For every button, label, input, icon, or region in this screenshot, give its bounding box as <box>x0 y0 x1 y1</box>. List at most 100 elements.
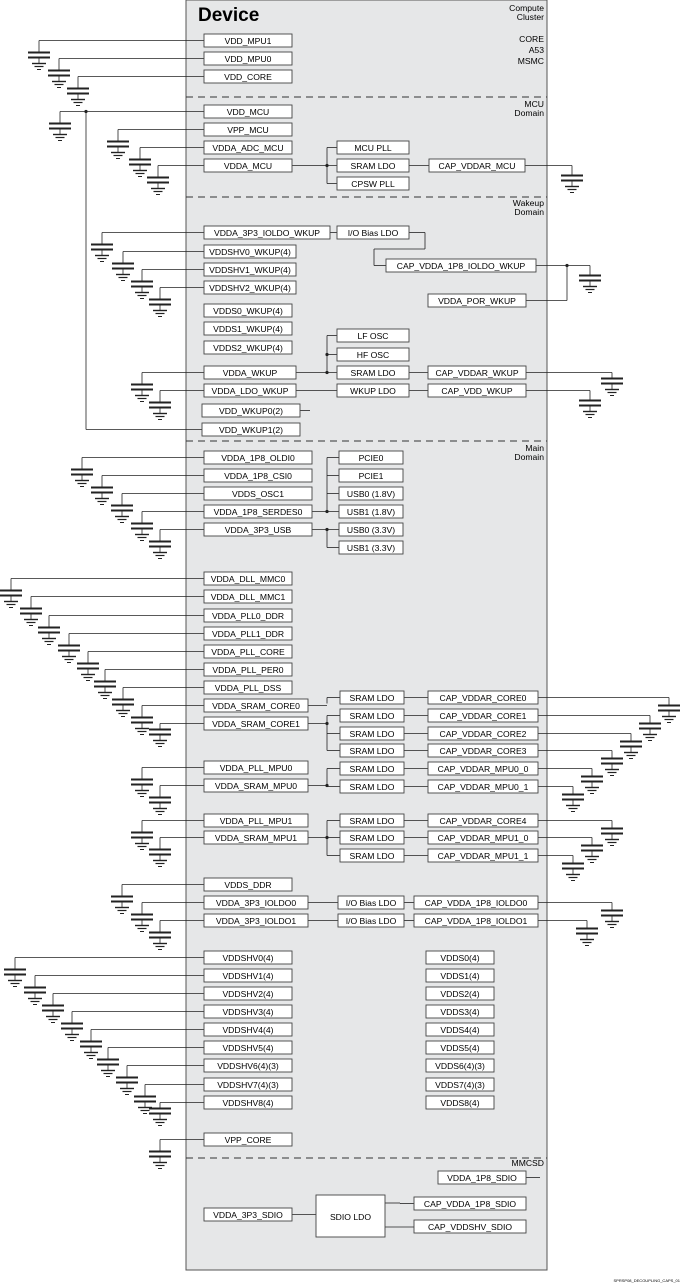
cap-vddshv-sdio-rect <box>413 1219 527 1234</box>
io-bias-ldo-0-rect <box>337 895 405 910</box>
vddshv2-label: VDDSHV2(4) <box>222 989 273 999</box>
capacitor-symbol <box>149 785 171 815</box>
vddshv3-label: VDDSHV3(4) <box>222 1007 273 1017</box>
junction-dot <box>325 163 329 168</box>
usb1-3v3-label: USB1 (3.3V) <box>347 543 395 553</box>
cap-vdda-1p8-sdio-rect <box>413 1196 527 1211</box>
usb0-3v3-rect <box>338 522 404 537</box>
sram-ldo-4-rect <box>339 743 405 758</box>
cap-vddar-core4-rect <box>427 813 539 828</box>
capacitor-symbol <box>131 372 153 402</box>
cap-vdda-1p8-ioldo-wkup-rect <box>385 258 537 273</box>
vdds0-wkup-label: VDDS0_WKUP(4) <box>213 306 283 316</box>
vddshv1-wkup-rect <box>203 262 297 277</box>
capacitor-symbols <box>0 40 680 1169</box>
vdds6-label: VDDS6(4)(3) <box>435 1061 485 1071</box>
sram-ldo-2-box: SRAM LDO <box>339 708 405 723</box>
wkup-sram-ldo-label: SRAM LDO <box>351 368 396 378</box>
vdds1-wkup-label: VDDS1_WKUP(4) <box>213 324 283 334</box>
sram-ldo-5-label: SRAM LDO <box>350 764 395 774</box>
vddshv1-rect <box>203 968 293 983</box>
vddshv7-box: VDDSHV7(4)(3) <box>203 1077 293 1092</box>
vddshv7-rect <box>203 1077 293 1092</box>
cap-vddar-mpu0-0-rect <box>427 761 539 776</box>
cap-vddar-core2-label: CAP_VDDAR_CORE2 <box>440 729 527 739</box>
vdda-3p3-ioldo1-box: VDDA_3P3_IOLDO1 <box>203 913 309 928</box>
vdd-mcu-box: VDD_MCU <box>203 104 293 119</box>
capacitor-symbol <box>562 786 584 812</box>
mcu-pll-rect <box>336 140 410 155</box>
pcie0-box: PCIE0 <box>338 450 404 465</box>
sram-ldo-6-rect <box>339 779 405 794</box>
cap-vddar-wkup-rect <box>427 365 527 380</box>
vdda-sram-core0-rect <box>203 698 309 713</box>
cap-vddar-mpu1-0-label: CAP_VDDAR_MPU1_0 <box>438 833 529 843</box>
pcie1-label: PCIE1 <box>359 471 384 481</box>
mcu-sram-ldo-rect <box>336 158 410 173</box>
vdds0-box: VDDS0(4) <box>425 950 495 965</box>
vdd-wkup0-box: VDD_WKUP0(2) <box>201 403 301 418</box>
capacitor-symbol <box>48 58 70 88</box>
vdda-mcu-label: VDDA_MCU <box>224 161 272 171</box>
capacitor-symbol <box>67 76 89 106</box>
vdds8-box: VDDS8(4) <box>425 1095 495 1110</box>
cap-vddar-core0-rect <box>427 690 539 705</box>
vdda-dll-mmc0-label: VDDA_DLL_MMC0 <box>211 574 286 584</box>
sram-ldo-1-box: SRAM LDO <box>339 690 405 705</box>
capacitor-symbol <box>24 975 46 1005</box>
mcu-pll-box: MCU PLL <box>336 140 410 155</box>
vdda-por-wkup-box: VDDA_POR_WKUP <box>427 293 527 308</box>
vddshv1-box: VDDSHV1(4) <box>203 968 293 983</box>
capacitor-symbol <box>147 165 169 195</box>
vdds1-box: VDDS1(4) <box>425 968 495 983</box>
vdda-pll-mpu1-rect <box>203 813 309 828</box>
vdd-wkup0-label: VDD_WKUP0(2) <box>219 406 283 416</box>
capacitor-symbol <box>38 615 60 645</box>
capacitor-symbol <box>42 993 64 1023</box>
vddshv8-box: VDDSHV8(4) <box>203 1095 293 1110</box>
vdds0-wkup-box: VDDS0_WKUP(4) <box>203 303 293 318</box>
sram-ldo-4-box: SRAM LDO <box>339 743 405 758</box>
vdds3-rect <box>425 1004 495 1019</box>
vdda-por-wkup-rect <box>427 293 527 308</box>
vdd-mcu-rect <box>203 104 293 119</box>
vdda-pll-core-box: VDDA_PLL_CORE <box>203 644 293 659</box>
vdd-mpu0-box: VDD_MPU0 <box>203 51 293 66</box>
capacitor-symbol <box>149 1139 171 1169</box>
vddshv1-wkup-label: VDDSHV1_WKUP(4) <box>209 265 291 275</box>
vddshv6-label: VDDSHV6(4)(3) <box>217 1061 279 1071</box>
sram-ldo-1-label: SRAM LDO <box>350 693 395 703</box>
pcie0-rect <box>338 450 404 465</box>
sdio-ldo-box: SDIO LDO <box>315 1194 386 1238</box>
capacitor-symbol <box>49 111 71 141</box>
usb0-3v3-box: USB0 (3.3V) <box>338 522 404 537</box>
junction-dot <box>325 509 329 514</box>
vdda-1p8-sdio-box: VDDA_1P8_SDIO <box>437 1170 527 1185</box>
junction-dot <box>325 783 329 788</box>
vdda-3p3-sdio-box: VDDA_3P3_SDIO <box>203 1207 293 1222</box>
vdd-mpu1-label: VDD_MPU1 <box>225 36 272 46</box>
capacitor-symbol <box>61 1011 83 1041</box>
vdd-mpu0-rect <box>203 51 293 66</box>
cap-vdda-1p8-ioldo0-label: CAP_VDDA_1P8_IOLDO0 <box>425 898 528 908</box>
io-bias-ldo-0-label: I/O Bias LDO <box>346 898 397 908</box>
cap-vddar-mpu0-1-label: CAP_VDDAR_MPU0_1 <box>438 782 529 792</box>
vdds5-label: VDDS5(4) <box>440 1043 479 1053</box>
vdda-3p3-sdio-rect <box>203 1207 293 1222</box>
region-label-main: Main <box>525 443 544 453</box>
sram-ldo-8-label: SRAM LDO <box>350 833 395 843</box>
mcu-sram-ldo-box: SRAM LDO <box>336 158 410 173</box>
vdda-1p8-oldi0-box: VDDA_1P8_OLDI0 <box>203 450 313 465</box>
cap-vddar-core4-label: CAP_VDDAR_CORE4 <box>440 816 527 826</box>
mcu-pll-label: MCU PLL <box>354 143 391 153</box>
capacitor-symbol <box>80 1029 102 1059</box>
vdda-3p3-usb-rect <box>203 522 313 537</box>
vdds-osc1-label: VDDS_OSC1 <box>232 489 284 499</box>
pcie0-label: PCIE0 <box>359 453 384 463</box>
junction-dot <box>325 835 329 840</box>
vdda-3p3-ioldo0-box: VDDA_3P3_IOLDO0 <box>203 895 309 910</box>
sram-ldo-6-label: SRAM LDO <box>350 782 395 792</box>
cpsw-pll-label: CPSW PLL <box>351 179 395 189</box>
vddshv4-box: VDDSHV4(4) <box>203 1022 293 1037</box>
